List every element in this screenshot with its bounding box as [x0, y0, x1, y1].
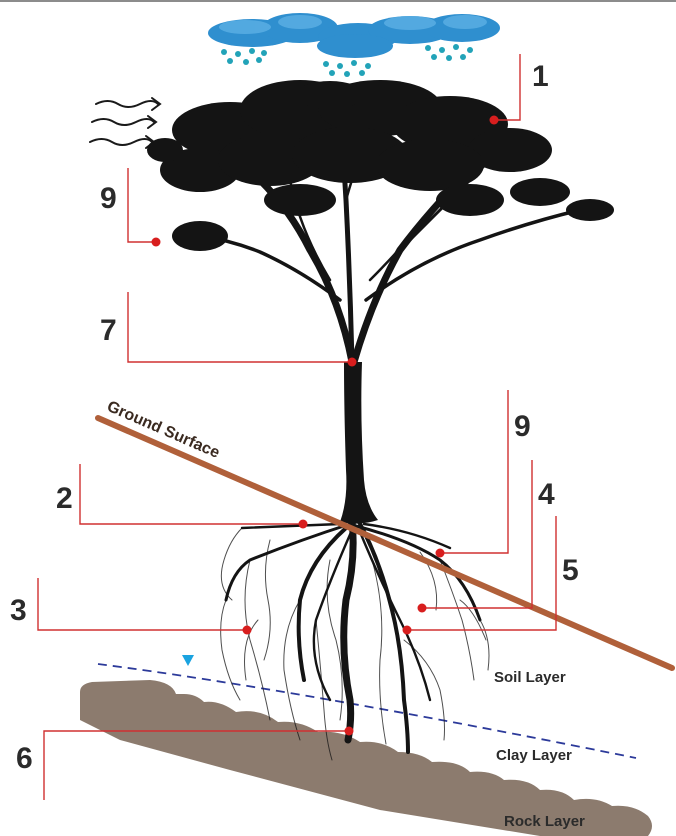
rain-cloud-icon	[208, 13, 500, 77]
tree-canopy	[147, 80, 614, 251]
tree-trunk	[340, 362, 378, 524]
callout-3: 3	[10, 578, 252, 635]
callout-2-number: 2	[56, 482, 73, 515]
wind-icon	[90, 98, 160, 148]
clay-layer-label: Clay Layer	[496, 747, 572, 764]
callout-8-number: 9	[100, 182, 117, 215]
callout-9: 9	[436, 390, 531, 558]
callout-3-number: 3	[10, 594, 27, 627]
rock-layer-label: Rock Layer	[504, 813, 585, 830]
callout-6-number: 6	[16, 742, 33, 775]
callout-4-number: 4	[538, 478, 555, 511]
callout-7-number: 7	[100, 314, 117, 347]
water-table-marker-icon	[182, 655, 194, 666]
callout-9-number: 9	[514, 410, 531, 443]
callout-1-number: 1	[532, 60, 549, 93]
callout-7: 7	[100, 292, 357, 367]
callout-5-number: 5	[562, 554, 579, 587]
soil-layer-label: Soil Layer	[494, 669, 566, 686]
callout-8: 9	[100, 168, 161, 247]
callout-2: 2	[56, 464, 308, 529]
